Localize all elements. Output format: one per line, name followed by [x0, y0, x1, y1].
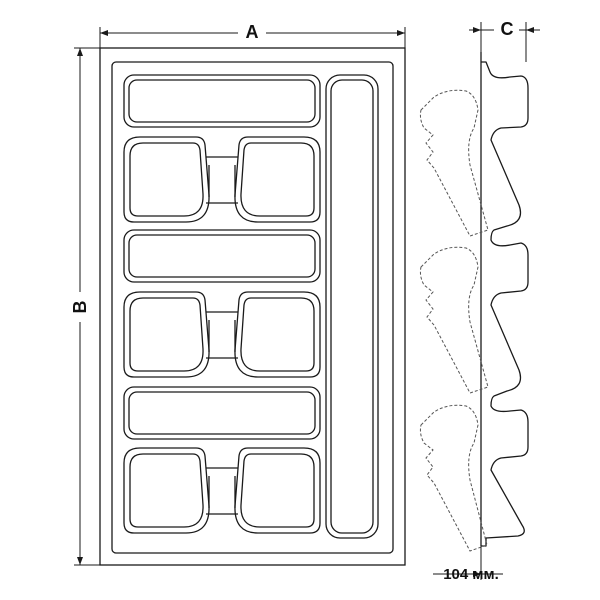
utensil-outline-3: [419, 404, 488, 552]
tray-side-profile: [480, 52, 529, 547]
tray-top-view: [99, 47, 406, 566]
cup-pair-1: [123, 136, 321, 223]
utensil-outlines: [419, 89, 489, 552]
dimension-a-label: A: [246, 22, 259, 42]
dimension-c-label: C: [501, 19, 514, 39]
dimension-a: [99, 27, 406, 48]
dimension-b-label: B: [70, 301, 90, 314]
long-compartment: [325, 74, 379, 539]
dimension-height-label: 104 мм.: [443, 566, 499, 583]
cup-pair-2: [123, 291, 321, 378]
horizontal-compartment-1: [123, 74, 321, 128]
horizontal-compartment-2: [123, 229, 321, 283]
cup-pair-3: [123, 447, 321, 534]
dimension-b: [74, 47, 100, 566]
dimension-height: [433, 546, 503, 580]
utensil-outline-1: [419, 89, 489, 237]
horizontal-compartment-3: [123, 386, 321, 440]
utensil-outline-2: [419, 246, 489, 394]
